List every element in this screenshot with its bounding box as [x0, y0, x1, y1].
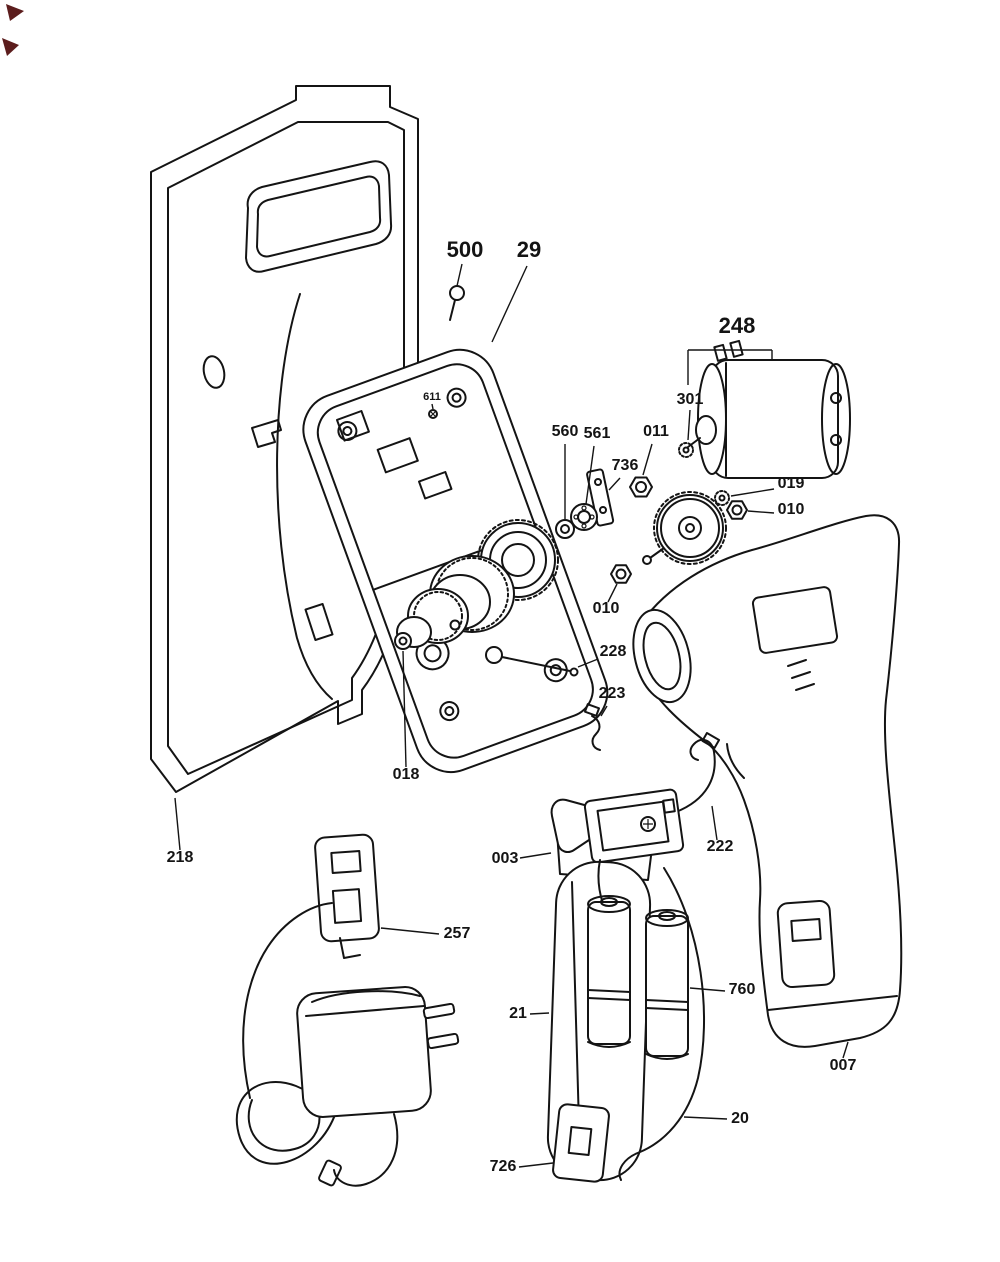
screw-611-drawing — [428, 409, 438, 419]
callout-line-011 — [642, 443, 653, 476]
part-label-611: 611 — [423, 391, 441, 403]
callout-line-018 — [402, 650, 407, 768]
part-label-561: 561 — [584, 425, 611, 442]
screw-500-drawing — [449, 285, 465, 321]
part-label-248: 248 — [719, 313, 756, 338]
part-label-003: 003 — [492, 850, 519, 867]
callout-line-21 — [529, 1012, 550, 1015]
hardware-cluster-drawing — [555, 468, 653, 539]
callout-line-010 — [747, 510, 775, 514]
callout-line-301 — [687, 409, 691, 441]
callout-line-29 — [491, 265, 528, 343]
part-label-500: 500 — [447, 237, 484, 262]
part-label-010: 010 — [778, 501, 805, 518]
callout-line-561 — [585, 445, 595, 505]
part-label-29: 29 — [517, 237, 541, 262]
spur-gear-drawing — [610, 490, 748, 584]
part-label-257: 257 — [444, 925, 471, 942]
connector-726-drawing — [552, 1103, 610, 1183]
callout-line-218 — [174, 797, 181, 851]
pin-228-drawing — [485, 646, 579, 677]
callout-line-007 — [842, 1041, 849, 1059]
callout-line-736 — [608, 477, 621, 491]
callout-line-223 — [600, 705, 608, 717]
battery-cells-drawing — [587, 895, 689, 1060]
callout-line-003 — [519, 852, 552, 859]
left-housing-drawing — [150, 85, 419, 793]
callout-line-010 — [607, 583, 618, 603]
scan-artifact-marks — [2, 4, 24, 56]
part-label-736: 736 — [612, 457, 639, 474]
lead-wire-20-drawing — [618, 867, 706, 1181]
part-label-010: 010 — [593, 600, 620, 617]
callout-line-019 — [730, 488, 775, 497]
motor-drawing — [678, 339, 851, 479]
callout-line-500 — [456, 263, 463, 287]
part-label-223: 223 — [599, 685, 626, 702]
switch-drawing — [550, 788, 685, 864]
part-label-21: 21 — [509, 1005, 527, 1022]
part-label-760: 760 — [729, 981, 756, 998]
right-housing-drawing — [632, 514, 903, 1048]
callout-line-20 — [683, 1116, 728, 1120]
part-label-007: 007 — [830, 1057, 857, 1074]
part-label-301: 301 — [677, 391, 704, 408]
part-label-019: 019 — [778, 475, 805, 492]
callout-line-257 — [380, 927, 440, 935]
part-label-218: 218 — [167, 849, 194, 866]
part-label-726: 726 — [490, 1158, 517, 1175]
part-label-228: 228 — [600, 643, 627, 660]
callout-line-222 — [711, 805, 718, 841]
charger-jack-drawing — [314, 833, 380, 959]
callout-line-760 — [689, 987, 726, 992]
callout-line-726 — [518, 1162, 554, 1168]
part-label-018: 018 — [393, 766, 420, 783]
callout-line-611 — [431, 403, 434, 410]
part-label-011: 011 — [643, 423, 669, 440]
lead-wire-222-drawing — [675, 732, 721, 813]
lead-wire-223-drawing — [583, 703, 601, 751]
part-label-560: 560 — [552, 423, 579, 440]
charger-drawing — [235, 902, 460, 1187]
callout-line-228 — [577, 658, 599, 668]
part-label-20: 20 — [731, 1110, 749, 1127]
part-label-222: 222 — [707, 838, 734, 855]
chuck-drawing — [394, 555, 515, 650]
